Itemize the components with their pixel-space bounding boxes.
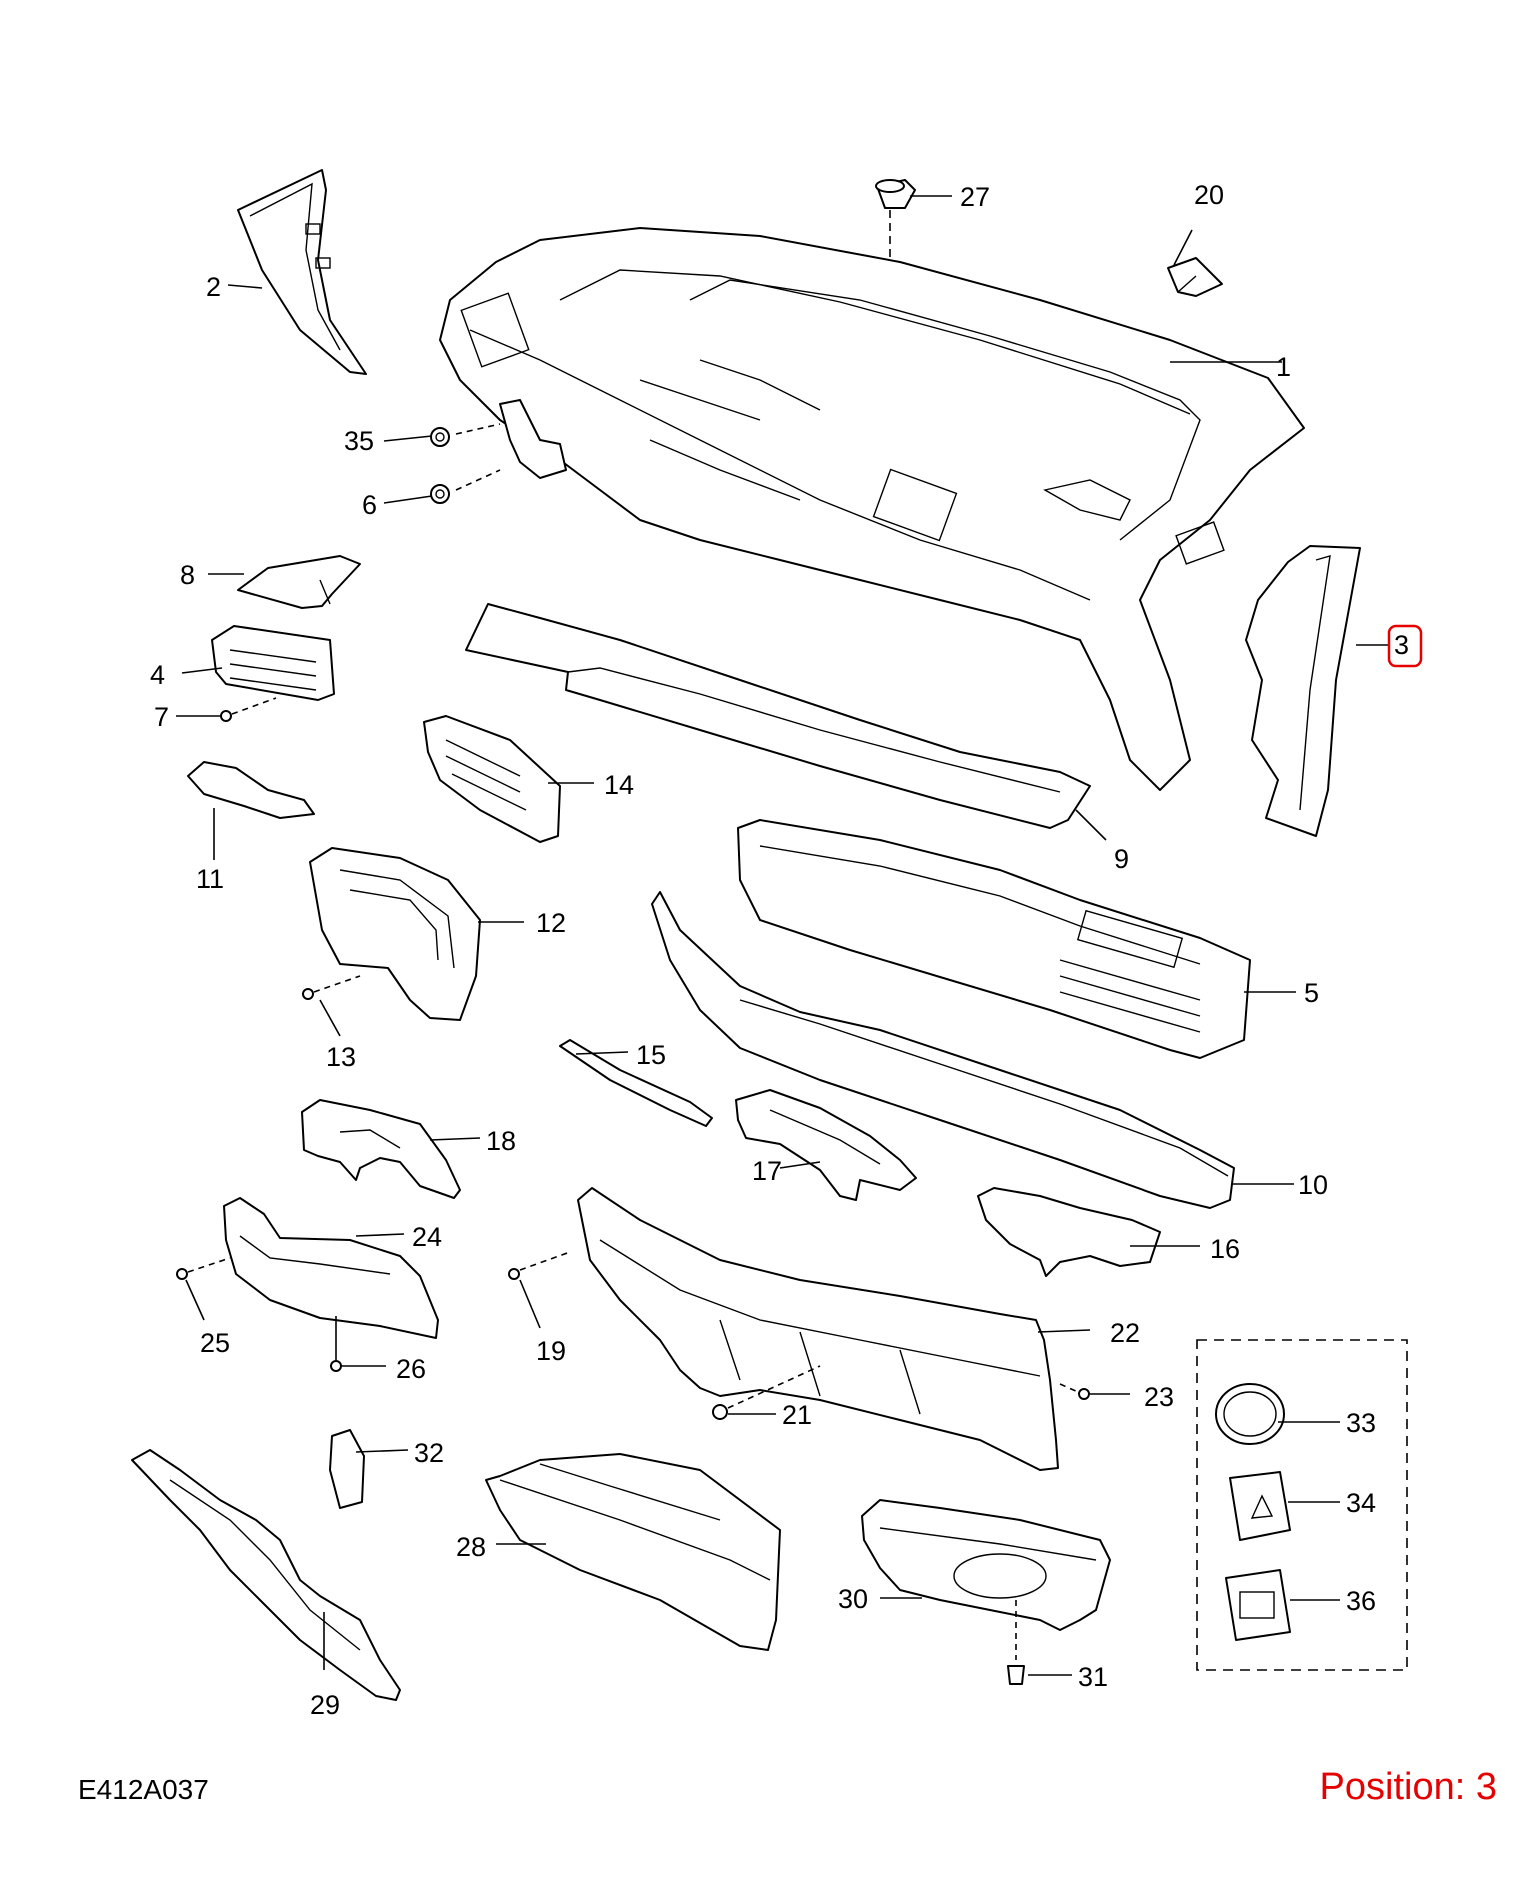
callout-12[interactable]: 12 bbox=[536, 908, 566, 938]
part-22-lower-reinforcement[interactable] bbox=[577, 1187, 1059, 1471]
part-33-push-button[interactable] bbox=[1215, 1383, 1285, 1445]
part-11-trim-strip[interactable] bbox=[187, 761, 315, 819]
callout-20[interactable]: 20 bbox=[1194, 180, 1224, 210]
callout-15[interactable]: 15 bbox=[636, 1040, 666, 1070]
part-30-lower-bracket[interactable] bbox=[861, 1499, 1111, 1631]
part-7-screw[interactable] bbox=[220, 710, 232, 722]
part-35-nut[interactable] bbox=[430, 427, 450, 447]
part-17-bracket[interactable] bbox=[735, 1089, 917, 1201]
part-34-hazard-switch[interactable] bbox=[1229, 1471, 1291, 1541]
part-32-bracket[interactable] bbox=[329, 1429, 365, 1509]
part-6-nut[interactable] bbox=[430, 484, 450, 504]
callout-26[interactable]: 26 bbox=[396, 1354, 426, 1384]
part-14-center-vent-housing[interactable] bbox=[423, 715, 561, 843]
part-29-lower-side-panel[interactable] bbox=[131, 1449, 401, 1701]
part-12-cluster-hood[interactable] bbox=[309, 847, 481, 1021]
part-19-screw[interactable] bbox=[508, 1268, 520, 1280]
callout-11[interactable]: 11 bbox=[196, 864, 224, 894]
part-18-column-shroud[interactable] bbox=[301, 1099, 461, 1199]
callout-4[interactable]: 4 bbox=[150, 660, 165, 690]
callout-2[interactable]: 2 bbox=[206, 272, 221, 302]
callout-17[interactable]: 17 bbox=[752, 1156, 782, 1186]
callout-labels: 1 2 3 4 5 6 7 8 9 10 11 12 13 14 15 16 1… bbox=[150, 180, 1409, 1720]
part-25-screw[interactable] bbox=[176, 1268, 188, 1280]
callout-19[interactable]: 19 bbox=[536, 1336, 566, 1366]
part-16-bracket[interactable] bbox=[977, 1187, 1161, 1277]
callout-30[interactable]: 30 bbox=[838, 1584, 868, 1614]
callout-16[interactable]: 16 bbox=[1210, 1234, 1240, 1264]
callout-25[interactable]: 25 bbox=[200, 1328, 230, 1358]
callout-21[interactable]: 21 bbox=[782, 1400, 812, 1430]
callout-14[interactable]: 14 bbox=[604, 770, 634, 800]
part-1-instrument-panel[interactable] bbox=[439, 227, 1305, 791]
callout-10[interactable]: 10 bbox=[1298, 1170, 1328, 1200]
selected-position-label: Position: 3 bbox=[1319, 1766, 1497, 1808]
part-27-clip[interactable] bbox=[875, 179, 916, 209]
callout-22[interactable]: 22 bbox=[1110, 1318, 1140, 1348]
callout-5[interactable]: 5 bbox=[1304, 978, 1319, 1008]
part-2-left-end-trim[interactable] bbox=[237, 169, 367, 375]
callout-36[interactable]: 36 bbox=[1346, 1586, 1376, 1616]
part-15-trim-strip[interactable] bbox=[559, 1039, 713, 1127]
selected-callout-highlight bbox=[1387, 624, 1423, 668]
callout-23[interactable]: 23 bbox=[1144, 1382, 1174, 1412]
part-24-knee-panel[interactable] bbox=[223, 1197, 439, 1339]
callout-27[interactable]: 27 bbox=[960, 182, 990, 212]
part-9-upper-trim-panel[interactable] bbox=[465, 603, 1091, 829]
callout-8[interactable]: 8 bbox=[180, 560, 195, 590]
callout-33[interactable]: 33 bbox=[1346, 1408, 1376, 1438]
diagram-code: E412A037 bbox=[78, 1774, 209, 1805]
callout-31[interactable]: 31 bbox=[1078, 1662, 1108, 1692]
callout-1[interactable]: 1 bbox=[1276, 352, 1291, 382]
callout-35[interactable]: 35 bbox=[344, 426, 374, 456]
part-4-left-air-vent[interactable] bbox=[211, 625, 335, 701]
part-21-bolt[interactable] bbox=[712, 1404, 728, 1420]
callout-18[interactable]: 18 bbox=[486, 1126, 516, 1156]
callout-9[interactable]: 9 bbox=[1114, 844, 1129, 874]
part-20-bracket[interactable] bbox=[1167, 257, 1223, 297]
callout-13[interactable]: 13 bbox=[326, 1042, 356, 1072]
callout-6[interactable]: 6 bbox=[362, 490, 377, 520]
callout-34[interactable]: 34 bbox=[1346, 1488, 1376, 1518]
part-31-clip[interactable] bbox=[1007, 1665, 1025, 1685]
part-bracket-center[interactable] bbox=[499, 399, 567, 479]
callout-24[interactable]: 24 bbox=[412, 1222, 442, 1252]
callout-28[interactable]: 28 bbox=[456, 1532, 486, 1562]
part-5-center-console-bezel[interactable] bbox=[737, 819, 1251, 1059]
part-36-switch-module[interactable] bbox=[1225, 1569, 1291, 1641]
callout-7[interactable]: 7 bbox=[154, 702, 169, 732]
part-13-screw[interactable] bbox=[302, 988, 314, 1000]
callout-32[interactable]: 32 bbox=[414, 1438, 444, 1468]
callout-29[interactable]: 29 bbox=[310, 1690, 340, 1720]
part-28-glovebox[interactable] bbox=[485, 1453, 781, 1651]
callout-leaders bbox=[176, 195, 1390, 1676]
switch-inset-box bbox=[1196, 1339, 1408, 1671]
part-23-screw[interactable] bbox=[1078, 1388, 1090, 1400]
callout-3[interactable]: 3 bbox=[1394, 630, 1409, 660]
part-26-screw[interactable] bbox=[330, 1360, 342, 1372]
part-8-trim-cover[interactable] bbox=[237, 555, 361, 609]
part-3-right-end-trim[interactable] bbox=[1245, 545, 1361, 837]
